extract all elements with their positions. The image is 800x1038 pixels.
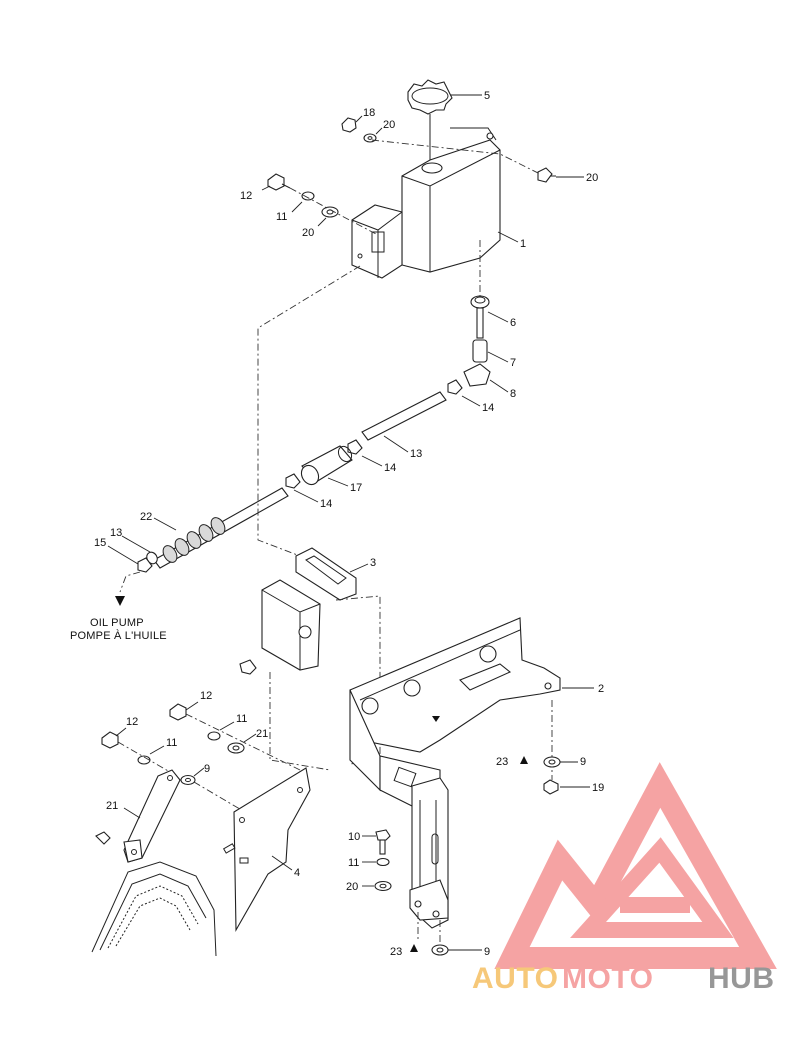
callout-23-bottom: 23	[390, 946, 402, 958]
part-23-seal-right	[520, 756, 528, 764]
part-19-washer	[363, 133, 377, 143]
callout-12-top: 12	[240, 190, 252, 202]
watermark-hub: HUB	[708, 962, 775, 995]
watermark-logo: AUTO MOTO HUB	[472, 762, 777, 995]
callout-7: 7	[510, 357, 516, 369]
callout-13-upper: 13	[410, 448, 422, 460]
callout-9-left: 9	[204, 763, 210, 775]
part-12-bolt-lower-right	[169, 703, 187, 721]
callout-9-bottom: 9	[484, 946, 490, 958]
watermark-triangle-inner	[570, 837, 734, 938]
caption-oil-pump: OIL PUMP	[90, 617, 144, 629]
callout-14-top: 14	[482, 402, 494, 414]
callout-15: 15	[94, 537, 106, 549]
part-20-washer-lower-right	[227, 742, 245, 754]
callout-17-top: 18	[363, 107, 375, 119]
callout-14-lower: 14	[320, 498, 332, 510]
callout-21-shown-visible: 21	[106, 800, 118, 812]
part-23-seal-bottom	[410, 944, 418, 952]
part-7-connector	[472, 339, 488, 363]
part-2-main-bracket	[349, 617, 561, 929]
callout-2: 2	[598, 683, 604, 695]
part-15-clamp	[137, 557, 153, 573]
part-21-support-strut	[123, 769, 181, 863]
arrow-to-oil-pump	[115, 596, 125, 606]
part-screw-left	[95, 831, 111, 845]
callout-18: 20	[586, 172, 598, 184]
part-12-bolt-lower-left	[101, 731, 119, 749]
callout-20-top: 20	[302, 227, 314, 239]
callout-22: 22	[140, 511, 152, 523]
part-1-oil-tank	[351, 127, 501, 279]
callout-13-lower: 13	[110, 527, 122, 539]
part-11-washer-lower	[376, 857, 390, 867]
callout-5: 5	[484, 90, 490, 102]
watermark-auto: AUTO	[472, 962, 558, 995]
callout-16: 17	[350, 482, 362, 494]
callout-12-mid: 12	[200, 690, 212, 702]
part-22-hose-sleeve	[153, 487, 289, 569]
part-14-clamp-lower	[285, 473, 301, 489]
part-10-bolt	[375, 829, 391, 855]
part-8-elbow	[463, 363, 491, 387]
part-reservoir-housing	[239, 579, 321, 675]
part-17-nut	[341, 117, 357, 133]
callout-23-right: 23	[496, 756, 508, 768]
part-12-bolt-upper	[267, 173, 291, 191]
part-9-washer-left	[180, 774, 196, 786]
part-6-grommet	[470, 295, 490, 339]
part-14-clamp-upper	[447, 379, 463, 395]
callout-20-mid: 21	[256, 728, 268, 740]
callout-19: 20	[383, 119, 395, 131]
engine-housing-fragment	[91, 861, 217, 957]
callout-8: 8	[510, 388, 516, 400]
callout-11-bottom: 11	[348, 857, 359, 869]
part-9-washer-bottom	[431, 944, 449, 956]
watermark-triangle-outer	[494, 762, 777, 969]
part-9-washer-right	[543, 756, 561, 768]
part-5-filler-cap	[407, 79, 453, 160]
part-14-clamp-middle	[347, 439, 363, 455]
callout-6: 6	[510, 317, 516, 329]
callout-14-middle: 14	[384, 462, 396, 474]
callout-17-right: 19	[592, 782, 604, 794]
callout-11-left: 11	[166, 737, 177, 749]
part-11-washer-lower-right	[207, 731, 221, 741]
callout-11-mid: 11	[236, 713, 247, 725]
callout-11-top: 11	[276, 211, 287, 223]
part-20-washer-lower	[374, 880, 392, 892]
callout-4: 4	[294, 867, 300, 879]
callout-3: 3	[370, 557, 376, 569]
part-16-fuel-filter	[300, 445, 353, 486]
part-18-bolt	[537, 167, 556, 183]
part-17-nut-right	[543, 779, 559, 795]
part-13-hose-upper	[361, 391, 447, 441]
callout-20-lower: 20	[346, 881, 358, 893]
callout-1: 1	[520, 238, 526, 250]
callout-9-right: 9	[580, 756, 586, 768]
part-20-washer-upper	[321, 206, 339, 218]
part-4-mounting-plate	[222, 767, 311, 933]
part-3-mount-pad	[295, 547, 357, 601]
watermark-moto: MOTO	[562, 962, 653, 995]
caption-pompe-a-lhuile: POMPE À L'HUILE	[70, 629, 167, 642]
callout-12-left: 12	[126, 716, 138, 728]
callout-10: 10	[348, 831, 360, 843]
part-11-washer-upper	[301, 191, 315, 201]
